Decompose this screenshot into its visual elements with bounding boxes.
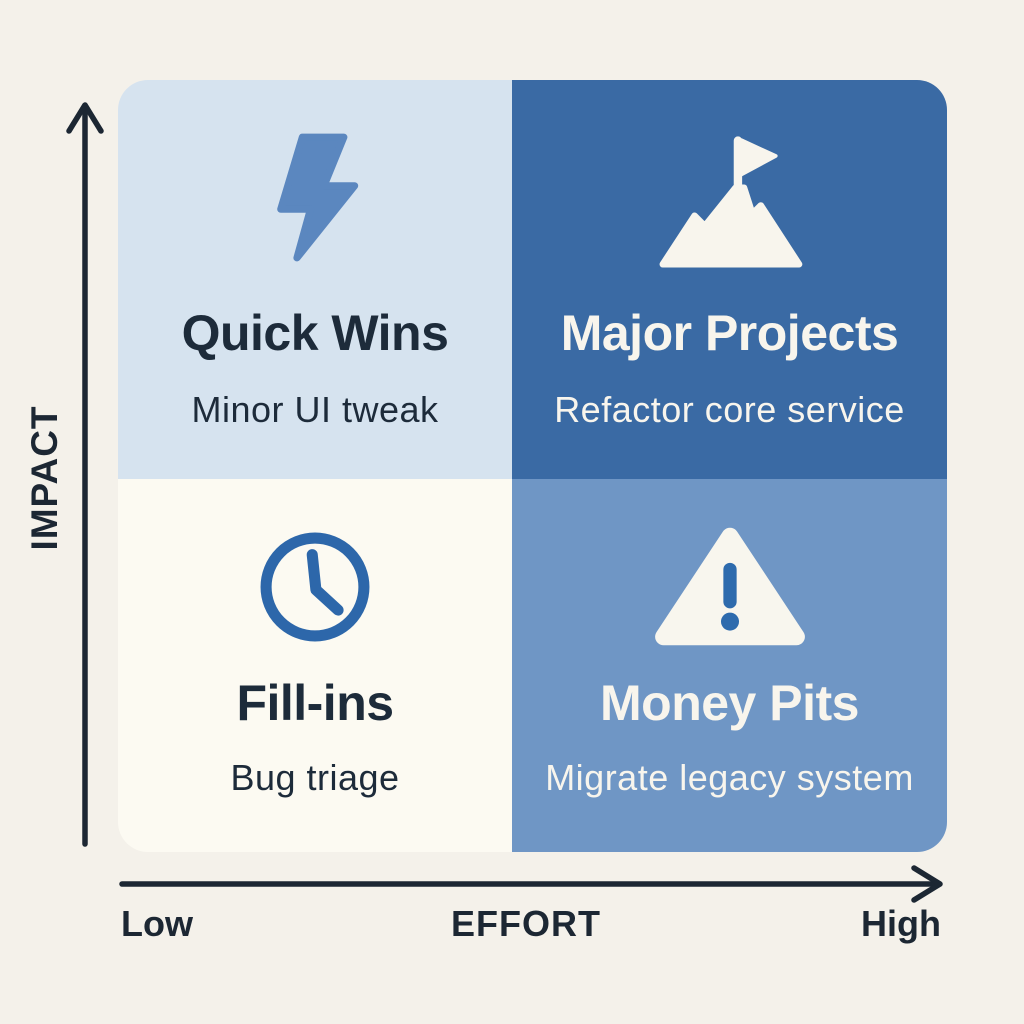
priority-matrix: Quick Wins Minor UI tweak Major Projects…	[118, 80, 947, 852]
quadrant-money-pits: Money Pits Migrate legacy system	[512, 479, 947, 852]
impact-axis-label: IMPACT	[24, 405, 65, 551]
quadrant-subtitle: Bug triage	[230, 756, 400, 798]
quadrant-title: Quick Wins	[181, 305, 449, 361]
quadrant-title: Fill-ins	[236, 675, 394, 731]
y-axis-arrow	[66, 102, 104, 847]
quadrant-fill-ins: Fill-ins Bug triage	[118, 479, 512, 852]
quadrant-subtitle: Migrate legacy system	[545, 756, 914, 798]
clock-icon	[255, 527, 375, 647]
effort-axis-label: EFFORT	[451, 903, 601, 944]
quadrant-title: Money Pits	[600, 675, 859, 731]
quadrant-quick-wins: Quick Wins Minor UI tweak	[118, 80, 512, 479]
high-label: High	[861, 903, 941, 944]
quadrant-subtitle: Refactor core service	[554, 388, 905, 430]
x-axis-arrow	[119, 865, 943, 903]
lightning-bolt-icon	[269, 130, 361, 265]
warning-triangle-icon	[654, 527, 806, 647]
mountain-flag-icon	[655, 130, 805, 268]
quadrant-major-projects: Major Projects Refactor core service	[512, 80, 947, 479]
low-label: Low	[121, 903, 193, 944]
quadrant-subtitle: Minor UI tweak	[191, 388, 439, 430]
quadrant-title: Major Projects	[560, 305, 899, 361]
